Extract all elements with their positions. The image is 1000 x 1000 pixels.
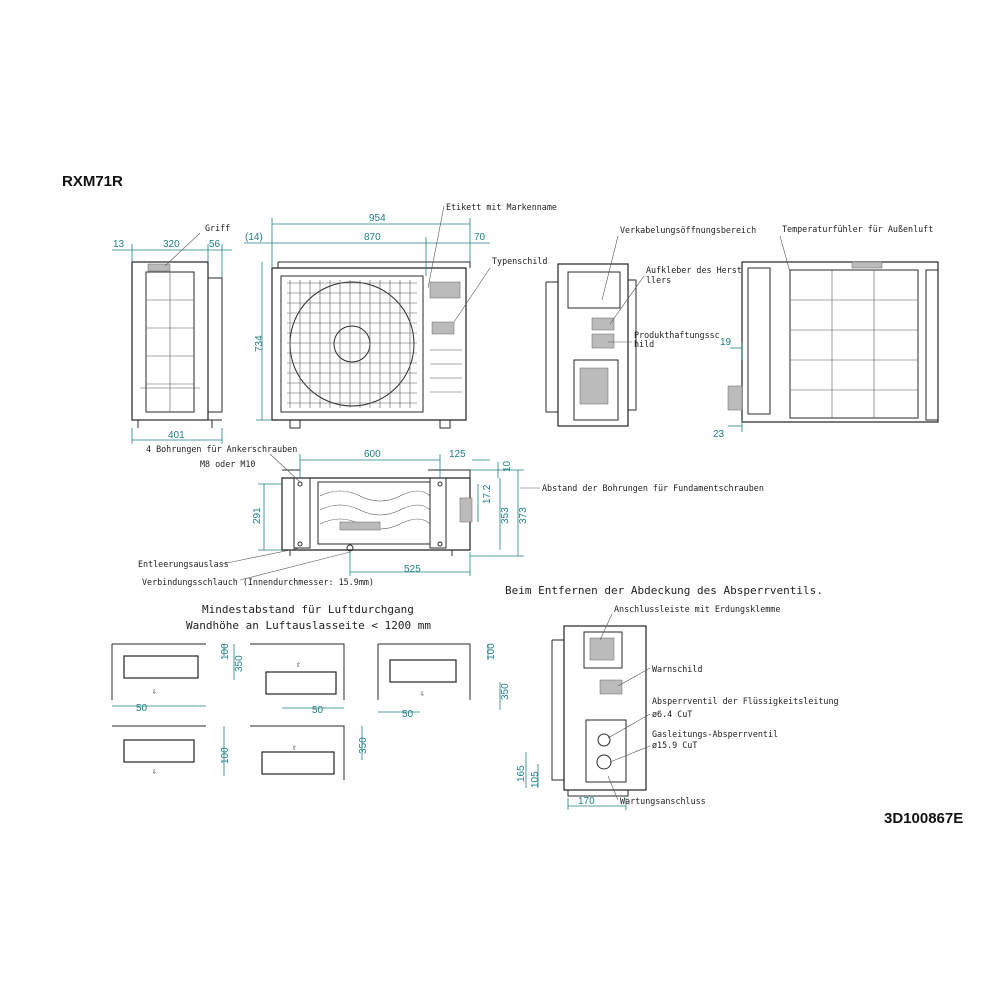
label-schlauch: Verbindungsschlauch (Innendurchmesser: 1… (142, 577, 374, 587)
clearance-case-4: ⇩ 100 (112, 725, 231, 776)
dim-401: 401 (168, 430, 185, 441)
side-view-dimensions: 13 320 56 401 (112, 239, 232, 444)
label-warn: Warnschild (652, 664, 702, 674)
back-dimensions: 19 23 (713, 337, 743, 440)
label-bohrungen: 4 Bohrungen für Ankerschrauben (146, 444, 297, 454)
dim-10: 10 (502, 460, 513, 472)
dim-291: 291 (252, 507, 263, 524)
clr-b50: 50 (312, 705, 324, 716)
dim-70: 70 (474, 232, 486, 243)
label-verkabelung: Verkabelungsöffnungsbereich (620, 225, 756, 235)
dim-870: 870 (364, 232, 381, 243)
clr-a50: 50 (136, 703, 148, 714)
label-gas: Gasleitungs-Absperrventil (652, 729, 778, 739)
clearance-case-1: ⇩ 50 100 350 (111, 643, 245, 714)
clr-a350: 350 (234, 655, 245, 672)
side-view-right (545, 263, 637, 427)
dim-14: (14) (245, 232, 263, 243)
dim-600: 600 (364, 449, 381, 460)
dim-954: 954 (369, 213, 386, 224)
dim-353: 353 (500, 507, 511, 524)
clearance-case-2: ⇧ 50 (250, 643, 345, 716)
doc-code: 3D100867E (884, 810, 963, 827)
valve-view (551, 625, 647, 797)
clearance-title: Mindestabstand für Luftdurchgang (202, 603, 414, 616)
clr-c350: 350 (500, 683, 511, 700)
arrow-icon: ⇩ (152, 766, 157, 776)
valve-dimensions: 165 105 170 (516, 752, 627, 810)
side-view-left (131, 261, 223, 428)
dim-105: 105 (530, 771, 541, 788)
cover-title: Beim Entfernen der Abdeckung des Absperr… (505, 584, 823, 597)
dim-23: 23 (713, 429, 725, 440)
label-etikett: Etikett mit Markenname (446, 202, 557, 212)
label-aufkleber-2: llers (646, 275, 671, 285)
dim-734: 734 (254, 335, 265, 352)
dim-19: 19 (720, 337, 732, 348)
back-view (727, 261, 939, 423)
arrow-icon: ⇩ (152, 686, 157, 696)
label-entleerung: Entleerungsauslass (138, 559, 229, 569)
front-dimensions: 954 (14) 870 70 734 (244, 213, 490, 421)
label-fluessig: Absperrventil der Flüssigkeitsleitung (652, 696, 839, 706)
dim-373: 373 (518, 507, 529, 524)
arrow-icon: ⇧ (292, 742, 297, 752)
clr-c50: 50 (402, 709, 414, 720)
bottom-dimensions: 600 125 10 291 17.2 353 373 525 (252, 449, 529, 576)
dim-125: 125 (449, 449, 466, 460)
bottom-view (281, 469, 473, 556)
label-abstand: Abstand der Bohrungen für Fundamentschra… (542, 483, 764, 493)
dim-13: 13 (113, 239, 125, 250)
label-wartung: Wartungsanschluss (620, 796, 706, 806)
dim-56: 56 (209, 239, 221, 250)
dim-320: 320 (163, 239, 180, 250)
label-griff: Griff (205, 223, 230, 233)
arrow-icon: ⇧ (296, 659, 301, 669)
clearance-case-5: ⇧ 350 (250, 725, 369, 780)
clearance-case-3: ⇩ 50 100 350 (377, 643, 511, 720)
clr-e350: 350 (358, 737, 369, 754)
label-fluessig-size: ø6.4 CuT (652, 709, 692, 719)
arrow-icon: ⇩ (420, 688, 425, 698)
dim-525: 525 (404, 564, 421, 575)
clr-d100: 100 (220, 747, 231, 764)
label-aufkleber-1: Aufkleber des Herste (646, 265, 747, 275)
label-gas-size: ø15.9 CuT (652, 740, 697, 750)
label-temperatur: Temperaturfühler für Außenluft (782, 224, 933, 234)
dim-170: 170 (578, 796, 595, 807)
clr-c100: 100 (486, 643, 497, 660)
front-view (271, 261, 471, 429)
label-produkt-1: Produkthaftungssc (634, 330, 720, 340)
label-produkt-2: hild (634, 339, 654, 349)
label-m8: M8 oder M10 (200, 459, 255, 469)
model-title: RXM71R (62, 173, 123, 190)
dim-172: 17.2 (482, 484, 493, 504)
clr-a100: 100 (220, 643, 231, 660)
dim-165: 165 (516, 765, 527, 782)
label-typenschild: Typenschild (492, 256, 547, 266)
label-anschluss: Anschlussleiste mit Erdungsklemme (614, 604, 780, 614)
clearance-subtitle: Wandhöhe an Luftauslasseite < 1200 mm (186, 619, 431, 632)
